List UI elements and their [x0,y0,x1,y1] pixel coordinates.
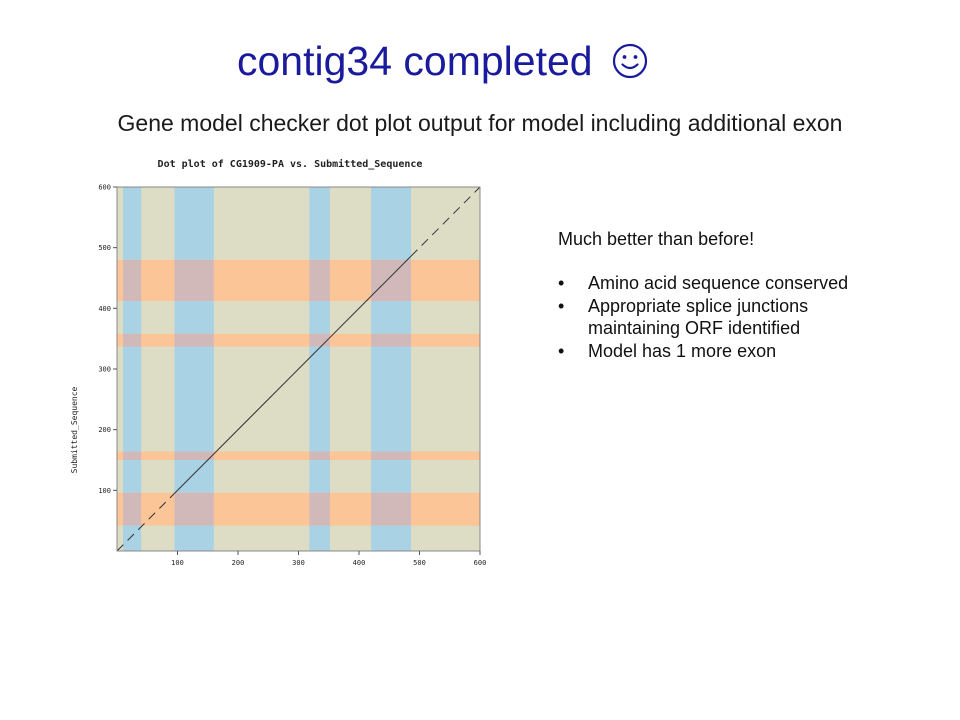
bullet-glyph: • [558,296,565,316]
band-overlap [123,451,142,460]
y-tick-label: 100 [98,487,111,495]
slide-title: contig34 completed [0,38,885,85]
x-tick-label: 400 [353,559,366,567]
smiley-face-icon [612,43,648,79]
band-overlaps [123,259,412,526]
alignment-segment [328,301,366,340]
band-overlap [371,451,412,460]
horizontal-band [117,451,480,460]
x-tick-label: 200 [232,559,245,567]
y-axis-label: Submitted_Sequence [70,386,79,473]
band-overlap [174,259,214,302]
alignment-segment [310,338,330,358]
x-axis-ticks: 100 200 300 400 500 600 [171,551,486,567]
horizontal-band [117,492,480,526]
band-overlap [309,259,330,302]
y-tick-label: 500 [98,244,111,252]
x-tick-label: 500 [413,559,426,567]
y-tick-label: 600 [98,184,111,192]
band-overlap [309,451,330,460]
band-overlap [174,451,214,460]
band-overlap [309,492,330,526]
band-overlap [371,259,412,302]
band-overlap [309,333,330,347]
chart-title: Dot plot of CG1909-PA vs. Submitted_Sequ… [158,158,423,170]
bullet-item-splice-junctions: • Appropriate splice junctions maintaini… [558,295,858,339]
band-overlap [123,259,142,302]
band-overlap [123,333,142,347]
y-tick-label: 200 [98,426,111,434]
alignment-segments [116,186,481,552]
vertical-band [174,187,214,551]
notes-intro: Much better than before! [558,229,755,249]
bullet-item-amino-acid: • Amino acid sequence conserved [558,272,858,294]
bullet-glyph: • [558,341,565,361]
x-tick-label: 600 [474,559,487,567]
dot-plot-chart: Dot plot of CG1909-PA vs. Submitted_Sequ… [70,158,486,567]
bullet-item-extra-exon: • Model has 1 more exon [558,340,858,362]
bullet-glyph: • [558,273,565,293]
y-axis-ticks: 100 200 300 400 500 600 [98,184,117,495]
slide-subtitle: Gene model checker dot plot output for m… [117,110,843,136]
band-overlap [371,333,412,347]
alignment-segment [364,255,412,303]
alignment-segment [116,493,175,552]
bullet-text: Appropriate splice junctions maintaining… [588,296,809,338]
vertical-band [371,187,412,551]
y-tick-label: 400 [98,305,111,313]
y-tick-label: 300 [98,366,111,374]
alignment-segment [410,186,481,257]
band-overlap [123,492,142,526]
bullet-text: Model has 1 more exon [588,341,777,361]
notes-panel: Much better than before! • Amino acid se… [558,228,858,363]
x-tick-label: 100 [171,559,184,567]
band-overlap [174,492,214,526]
alignment-segment [174,356,311,494]
bullet-text: Amino acid sequence conserved [588,273,849,293]
slide-title-text: contig34 completed [237,38,593,84]
x-tick-label: 300 [292,559,305,567]
band-overlap [174,333,214,347]
notes-bullet-list: • Amino acid sequence conserved • Approp… [558,272,858,362]
band-overlap [371,492,412,526]
horizontal-band [117,333,480,347]
horizontal-band [117,259,480,302]
